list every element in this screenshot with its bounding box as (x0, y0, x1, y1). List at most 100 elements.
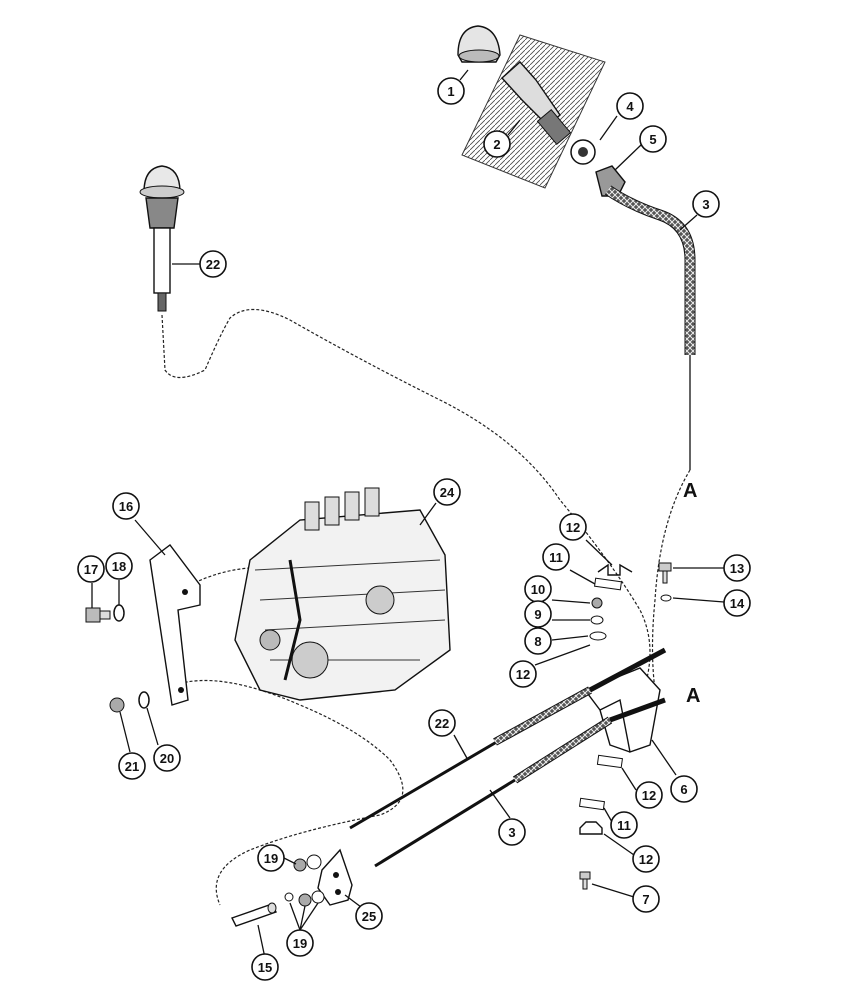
stop-knob (139, 165, 185, 312)
nut-21 (109, 697, 125, 713)
marker-a-top: A (683, 480, 697, 502)
svg-text:15: 15 (258, 960, 272, 975)
washer-14 (660, 594, 672, 602)
washer-9 (590, 615, 604, 625)
callout-9: 9 (524, 600, 552, 628)
knob-body (501, 61, 572, 145)
nut-19-d (298, 893, 312, 907)
washer-19-b (306, 854, 322, 870)
plate-11-lower (578, 797, 606, 811)
callout-3-top: 3 (692, 190, 720, 218)
leader-lines (91, 69, 725, 959)
callout-8: 8 (524, 627, 552, 655)
callout-24: 24 (433, 478, 461, 506)
callout-7: 7 (632, 885, 660, 913)
marker-a-bottom: A (686, 685, 700, 707)
svg-text:18: 18 (112, 559, 126, 574)
svg-text:8: 8 (534, 634, 541, 649)
svg-text:19: 19 (293, 936, 307, 951)
bracket-to-pump-route-upper (189, 567, 251, 586)
svg-text:12: 12 (516, 667, 530, 682)
svg-text:5: 5 (649, 132, 656, 147)
callout-13: 13 (723, 554, 751, 582)
callout-20: 20 (153, 744, 181, 772)
svg-text:12: 12 (642, 788, 656, 803)
svg-text:21: 21 (125, 759, 139, 774)
callout-17: 17 (77, 555, 105, 583)
callout-15: 15 (251, 953, 279, 981)
svg-text:22: 22 (435, 716, 449, 731)
svg-text:10: 10 (531, 582, 545, 597)
callout-5: 5 (639, 125, 667, 153)
svg-text:11: 11 (617, 818, 631, 833)
svg-text:13: 13 (730, 561, 744, 576)
clamp-top (597, 563, 633, 576)
knob-cap (457, 25, 501, 63)
svg-text:12: 12 (566, 520, 580, 535)
svg-text:14: 14 (730, 596, 745, 611)
injection-pump (234, 487, 451, 701)
callout-22-top: 22 (199, 250, 227, 278)
plate-12-middle (596, 754, 624, 769)
screw-13 (658, 562, 672, 584)
svg-text:16: 16 (119, 499, 133, 514)
plate-11-top (594, 577, 622, 591)
callout-12-mid: 12 (509, 660, 537, 688)
cable-bracket (583, 667, 661, 753)
svg-text:19: 19 (264, 851, 278, 866)
throttle-cable-upper (604, 185, 696, 470)
callout-21: 21 (118, 752, 146, 780)
bracket-to-pump-route (174, 679, 404, 906)
callout-6: 6 (670, 775, 698, 803)
lever-plate-25 (317, 848, 353, 906)
callout-14: 14 (723, 589, 751, 617)
stop-cable-route (161, 308, 651, 701)
bolt-17 (85, 607, 111, 623)
callout-22-bottom: 22 (428, 709, 456, 737)
throttle-cable-route-lower (651, 469, 691, 691)
callout-12-top: 12 (559, 513, 587, 541)
callout-10: 10 (524, 575, 552, 603)
nut-19-a (293, 858, 307, 872)
callout-3-bottom: 3 (498, 818, 526, 846)
svg-text:1: 1 (447, 84, 454, 99)
svg-text:20: 20 (160, 751, 174, 766)
svg-text:24: 24 (440, 485, 455, 500)
stop-bracket (149, 544, 201, 706)
washer-19-c (284, 892, 294, 902)
nut-10 (591, 597, 603, 609)
svg-text:4: 4 (626, 99, 634, 114)
callout-19-top: 19 (257, 844, 285, 872)
svg-text:11: 11 (549, 550, 563, 565)
callout-11-top: 11 (542, 543, 570, 571)
washer-8 (589, 631, 607, 641)
svg-text:6: 6 (680, 782, 687, 797)
lock-washer (570, 139, 596, 165)
callout-18: 18 (105, 552, 133, 580)
callout-1: 1 (437, 77, 465, 105)
callout-12-lower-b: 12 (632, 845, 660, 873)
screw-7 (579, 871, 591, 890)
callout-12-lower-a: 12 (635, 781, 663, 809)
svg-text:3: 3 (508, 825, 515, 840)
svg-text:9: 9 (534, 607, 541, 622)
callout-19-bottom: 19 (286, 929, 314, 957)
callout-25: 25 (355, 902, 383, 930)
svg-text:17: 17 (84, 562, 98, 577)
throttle-cable-lower (374, 697, 666, 868)
stop-cable-lower (349, 647, 667, 830)
svg-text:3: 3 (702, 197, 709, 212)
callout-11-lower: 11 (610, 811, 638, 839)
washer-19-e (311, 890, 325, 904)
svg-text:22: 22 (206, 257, 220, 272)
callout-16: 16 (112, 492, 140, 520)
panel-nut (595, 165, 626, 197)
svg-text:7: 7 (642, 892, 649, 907)
clamp-lower (579, 821, 603, 835)
callout-2: 2 (483, 130, 511, 158)
callout-4: 4 (616, 92, 644, 120)
svg-text:25: 25 (362, 909, 376, 924)
washer-20 (138, 691, 150, 709)
